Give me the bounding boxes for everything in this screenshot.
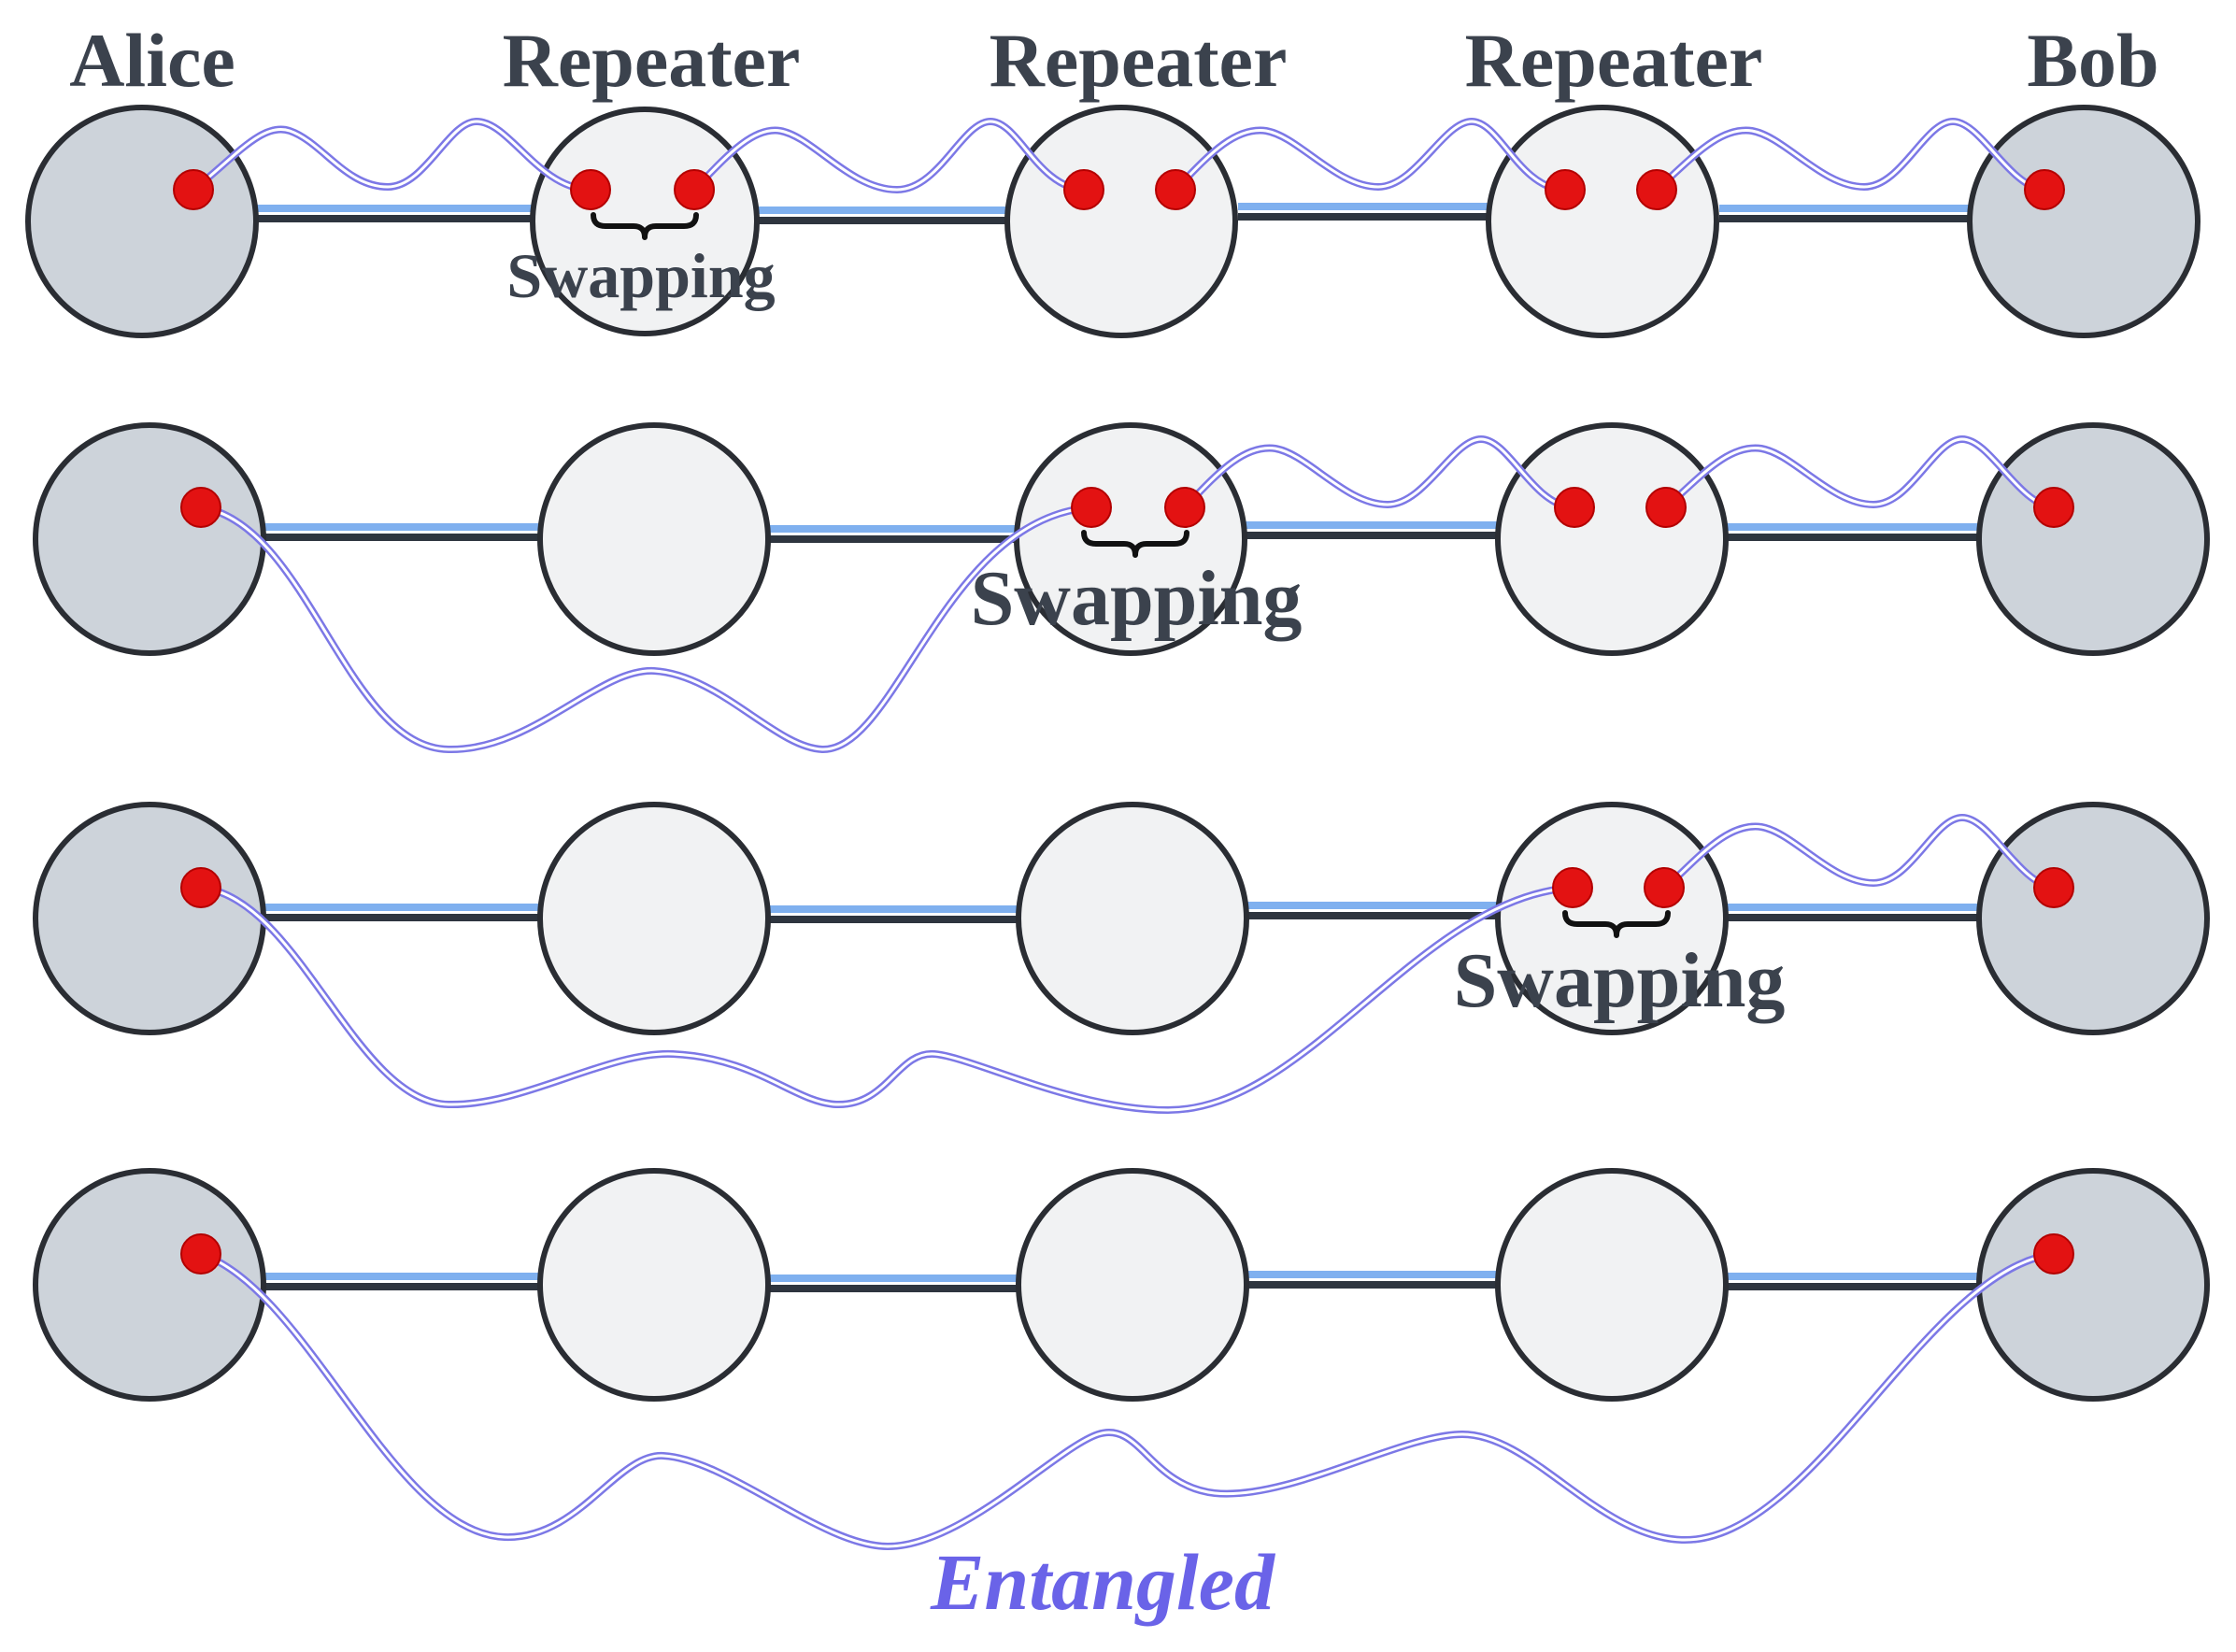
qubit bbox=[2024, 169, 2065, 210]
row-3: Swapping bbox=[33, 802, 2210, 1114]
qubit bbox=[180, 867, 221, 908]
entanglement-links bbox=[197, 814, 2058, 1114]
qubit bbox=[180, 487, 221, 528]
swap-brace bbox=[591, 212, 699, 240]
swapping-label: Swapping bbox=[971, 555, 1303, 642]
alice-node bbox=[25, 105, 259, 338]
repeater-node bbox=[1495, 1168, 1729, 1402]
repeater-node bbox=[1486, 105, 1719, 338]
bob-node bbox=[1976, 802, 2210, 1035]
qubits bbox=[180, 487, 2074, 528]
qubit bbox=[1063, 169, 1104, 210]
qubit bbox=[173, 169, 214, 210]
fiber-links bbox=[263, 1271, 1979, 1292]
qubits bbox=[180, 1233, 2074, 1275]
entanglement-links bbox=[197, 1250, 2058, 1550]
qubit bbox=[1636, 169, 1677, 210]
entanglement-links bbox=[197, 435, 2058, 754]
bob-node bbox=[1976, 422, 2210, 656]
repeater-node bbox=[1016, 802, 1249, 1035]
qubit bbox=[1644, 867, 1685, 908]
repeater-node bbox=[537, 802, 771, 1035]
qubit bbox=[1552, 867, 1593, 908]
swapping-label: Swapping bbox=[1454, 937, 1786, 1024]
row-4: Entangled bbox=[33, 1168, 2210, 1627]
qubit bbox=[570, 169, 611, 210]
alice-node bbox=[33, 422, 266, 656]
bob-node bbox=[1967, 105, 2200, 338]
row-2: Swapping bbox=[33, 422, 2210, 754]
qubit bbox=[1554, 487, 1595, 528]
repeater-node bbox=[1495, 802, 1729, 1035]
repeater-node bbox=[537, 422, 771, 656]
qubit bbox=[1645, 487, 1687, 528]
fiber-links bbox=[264, 521, 1979, 543]
bob-label: Bob bbox=[2027, 18, 2158, 103]
fiber-links bbox=[263, 902, 1979, 923]
qubit bbox=[180, 1233, 221, 1275]
qubit bbox=[2033, 1233, 2074, 1275]
qubits bbox=[180, 867, 2074, 908]
entanglement-links bbox=[190, 118, 2048, 193]
repeater-label-2: Repeater bbox=[990, 18, 1288, 103]
fiber-links bbox=[257, 203, 1970, 224]
alice-node bbox=[33, 802, 266, 1035]
swapping-label: Swapping bbox=[506, 240, 775, 311]
repeater-label-1: Repeater bbox=[503, 18, 801, 103]
row-1: Swapping bbox=[25, 105, 2200, 338]
qubit bbox=[1545, 169, 1586, 210]
bob-node bbox=[1976, 1168, 2210, 1402]
qubit bbox=[2033, 487, 2074, 528]
qubit bbox=[1164, 487, 1205, 528]
repeater-node bbox=[1016, 1168, 1249, 1402]
qubit bbox=[1071, 487, 1112, 528]
swap-brace bbox=[1081, 530, 1189, 558]
repeater-node bbox=[1004, 105, 1238, 338]
swap-brace bbox=[1562, 910, 1671, 938]
repeater-node bbox=[537, 1168, 771, 1402]
qubit bbox=[1155, 169, 1196, 210]
entangled-label: Entangled bbox=[930, 1537, 1276, 1627]
repeater-node bbox=[1495, 422, 1729, 656]
qubits bbox=[173, 169, 2065, 210]
qubit bbox=[674, 169, 715, 210]
alice-label: Alice bbox=[69, 18, 235, 103]
node-labels: Alice Repeater Repeater Repeater Bob bbox=[69, 18, 2158, 103]
repeater-label-3: Repeater bbox=[1465, 18, 1763, 103]
repeater-node bbox=[530, 107, 760, 336]
qubit bbox=[2033, 867, 2074, 908]
alice-node bbox=[33, 1168, 266, 1402]
